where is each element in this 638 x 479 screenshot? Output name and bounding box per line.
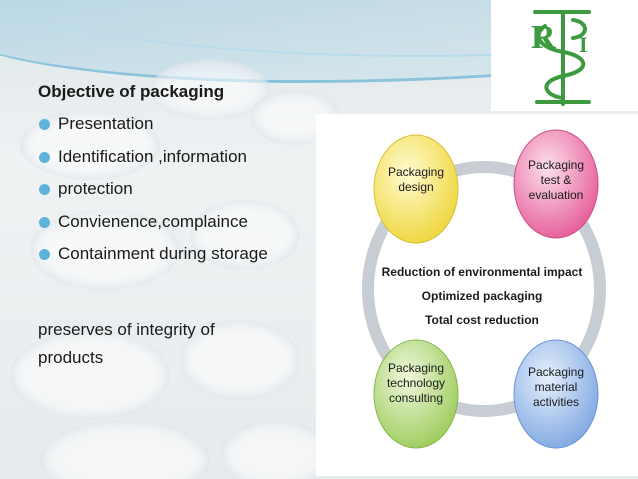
list-item: protection — [38, 179, 268, 212]
slide-heading: Objective of packaging — [38, 82, 225, 101]
objective-list: Presentation Identification ,information… — [38, 114, 268, 277]
center-label: Optimized packaging — [422, 289, 543, 303]
diagram-node: Packaging test & evaluation — [513, 129, 599, 239]
bullet-icon — [39, 119, 50, 130]
pill-blister — [180, 320, 300, 400]
rx-caduceus-icon: R I — [531, 10, 591, 106]
list-item: Containment during storage — [38, 244, 268, 277]
svg-text:material: material — [535, 380, 578, 394]
list-item: Presentation — [38, 114, 268, 147]
bullet-icon — [39, 249, 50, 260]
center-label: Reduction of environmental impact — [382, 265, 583, 279]
pill-blister — [190, 200, 300, 270]
svg-text:Packaging: Packaging — [388, 361, 444, 375]
svg-text:activities: activities — [533, 395, 579, 409]
svg-text:Packaging: Packaging — [528, 365, 584, 379]
integrity-note: preserves of integrity of products — [38, 320, 215, 367]
svg-text:design: design — [398, 180, 433, 194]
svg-text:Packaging: Packaging — [528, 158, 584, 172]
svg-text:R: R — [531, 19, 556, 56]
svg-text:I: I — [579, 32, 588, 57]
cycle-ring — [362, 161, 606, 417]
diagram-node: Packaging material activities — [513, 339, 599, 449]
diagram-node: Packaging design — [373, 134, 459, 244]
node-bubble — [513, 129, 599, 239]
pill-blister — [220, 420, 330, 479]
node-bubble — [513, 339, 599, 449]
packaging-cycle-svg: Packaging design Packaging test & evalua… — [362, 129, 606, 449]
bullet-icon — [39, 216, 50, 228]
list-item: Identification ,information — [38, 147, 268, 180]
svg-text:consulting: consulting — [389, 391, 443, 405]
svg-text:technology: technology — [387, 376, 445, 390]
svg-text:test &: test & — [541, 173, 572, 187]
svg-text:evaluation: evaluation — [529, 188, 584, 202]
diagram-node: Packaging technology consulting — [373, 339, 459, 449]
pharmacy-logo: R I — [491, 0, 638, 111]
pill-blister — [10, 330, 170, 420]
pill-blister — [150, 60, 270, 120]
center-label: Total cost reduction — [425, 313, 539, 327]
node-bubble — [373, 134, 459, 244]
pill-blister — [40, 420, 210, 479]
list-item: Convienence,complaince — [38, 212, 268, 245]
pill-blister — [30, 210, 180, 290]
packaging-diagram: Packaging design Packaging test & evalua… — [316, 114, 638, 476]
bullet-icon — [39, 151, 50, 163]
node-bubble — [373, 339, 459, 449]
svg-text:Packaging: Packaging — [388, 165, 444, 179]
bullet-icon — [39, 184, 50, 195]
